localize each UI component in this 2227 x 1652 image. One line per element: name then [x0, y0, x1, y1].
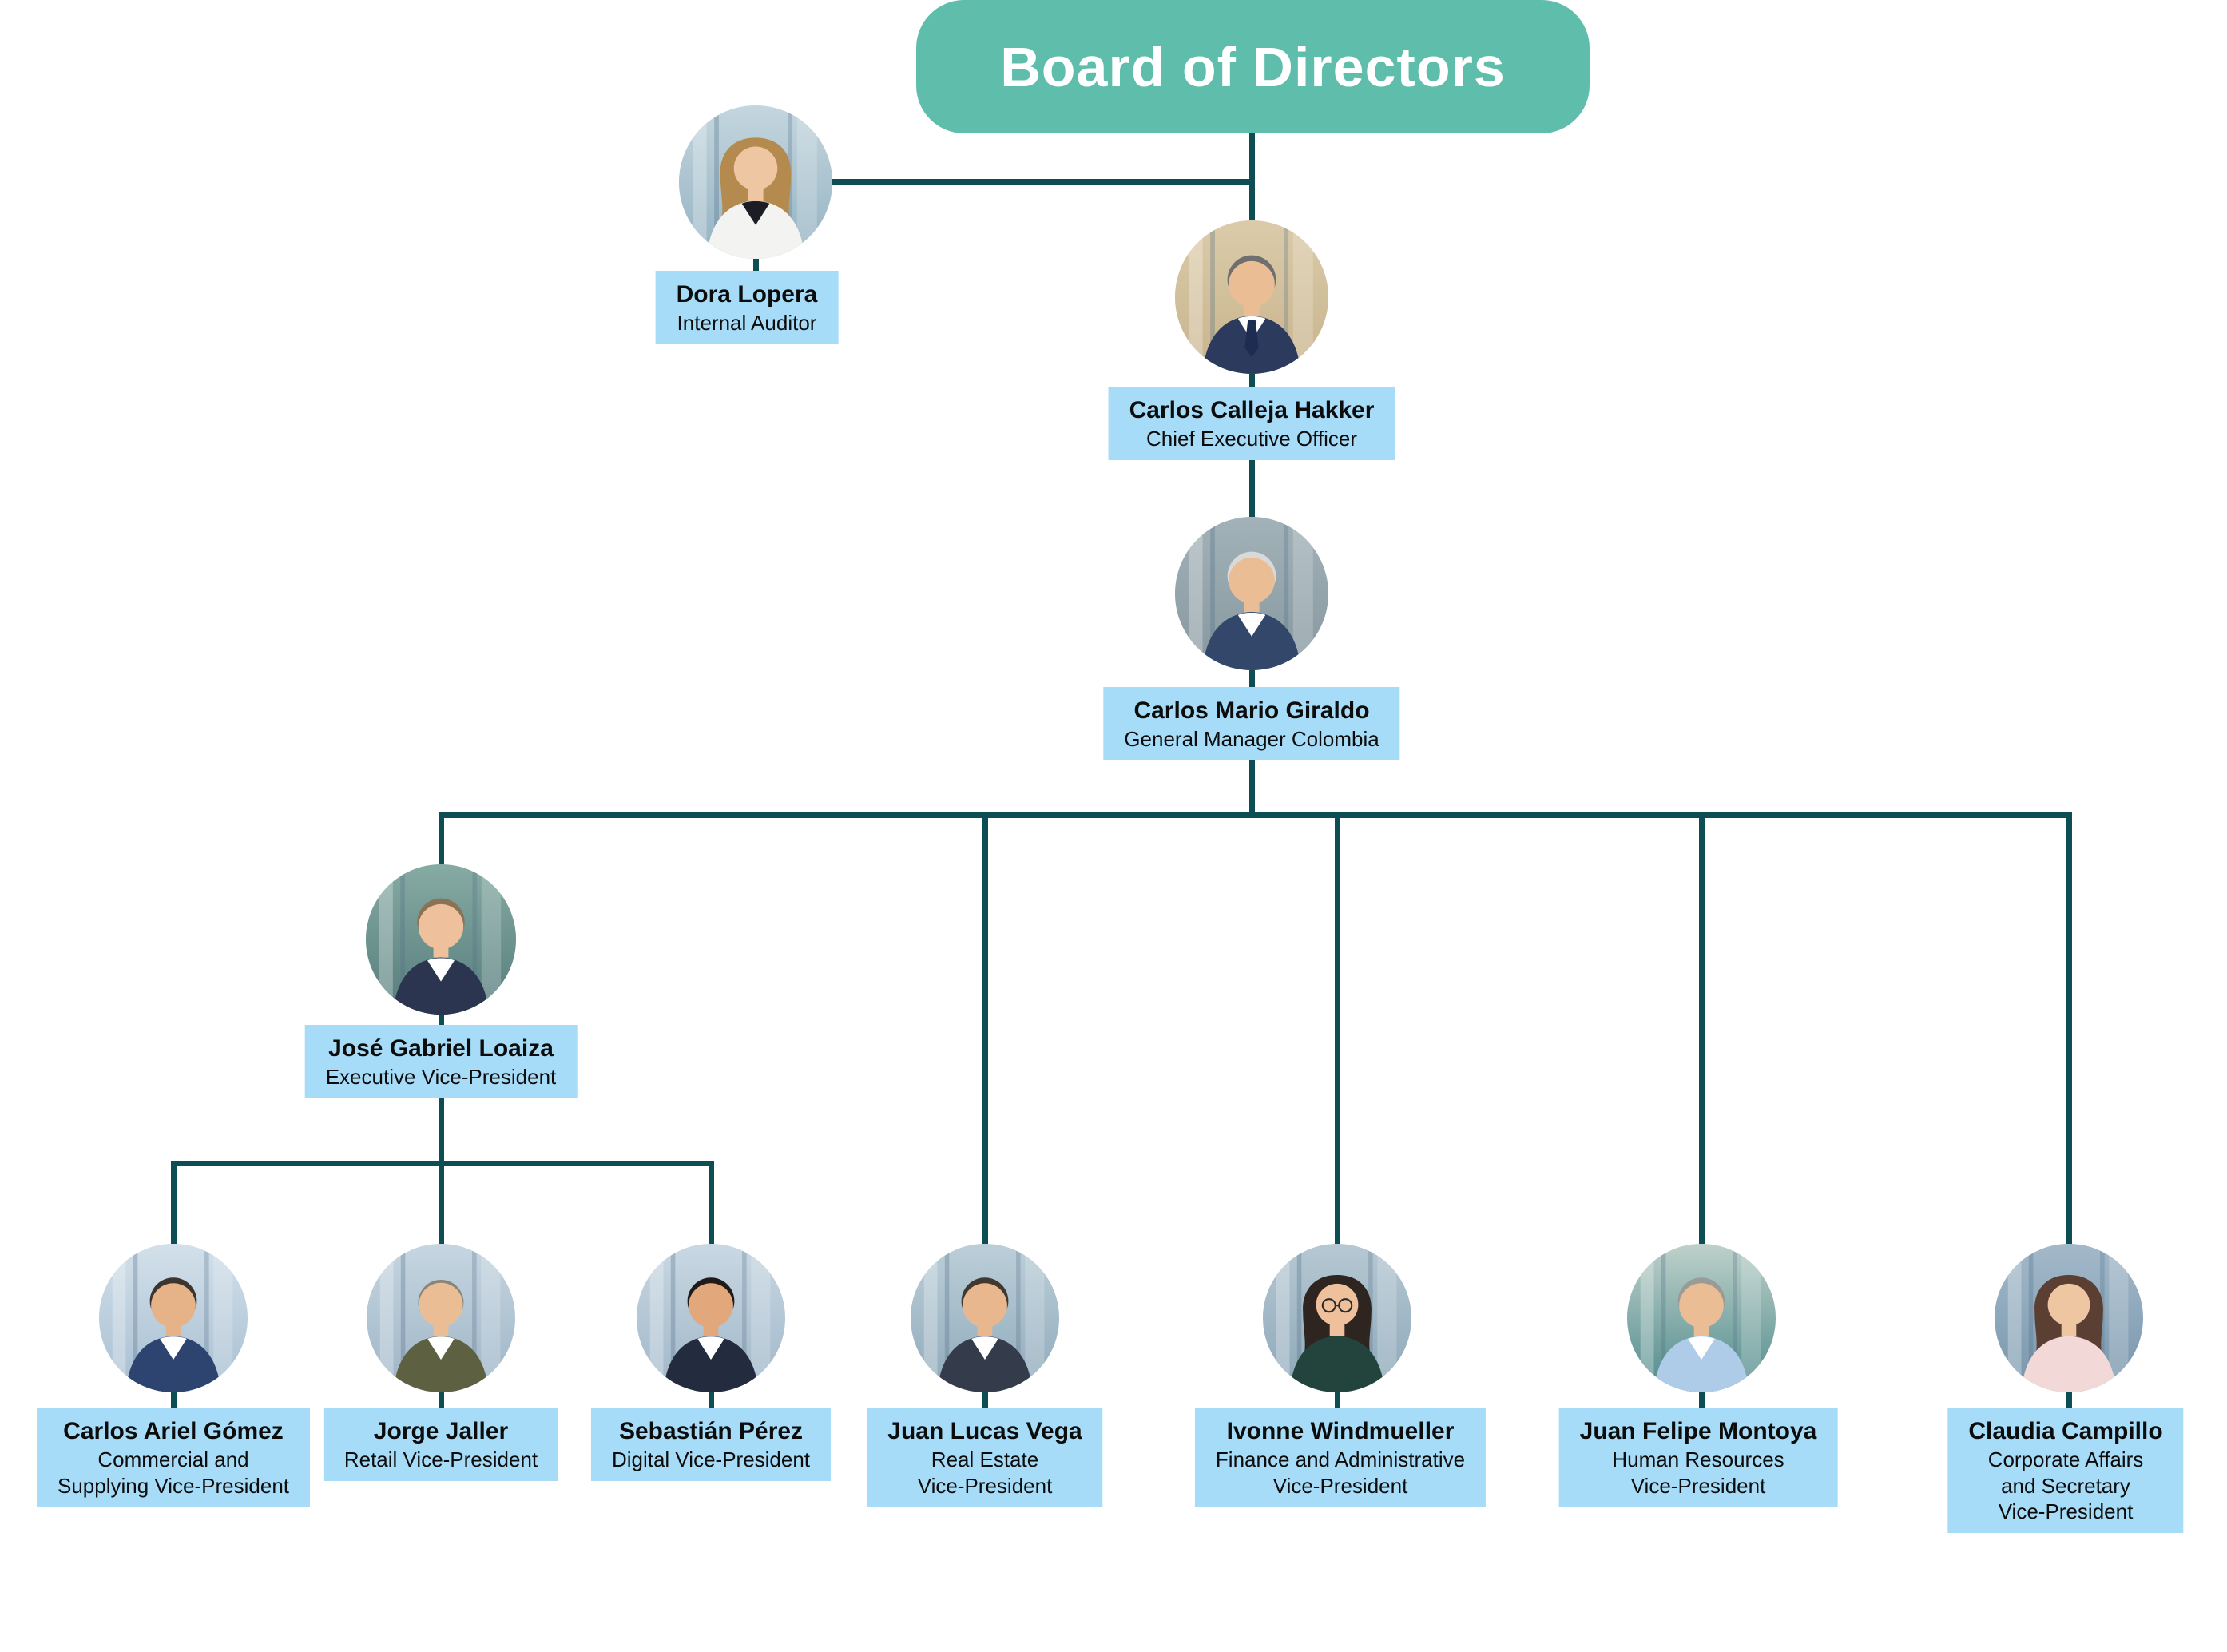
person-role: Corporate Affairs and Secretary Vice-Pre…: [1987, 1447, 2144, 1523]
person-role: Internal Auditor: [677, 311, 817, 335]
connector-branch1: [438, 812, 2072, 818]
person-role: Executive Vice-President: [325, 1065, 557, 1089]
person-role: Finance and Administrative Vice-Presiden…: [1215, 1447, 1466, 1498]
person-role: Commercial and Supplying Vice-President: [57, 1447, 290, 1498]
connector-col-vega: [982, 815, 988, 1411]
label-ivonne-windmueller: Ivonne Windmueller Finance and Administr…: [1194, 1408, 1487, 1507]
label-carlos-mario-giraldo: Carlos Mario Giraldo General Manager Col…: [1103, 687, 1400, 760]
label-dora-lopera: Dora Lopera Internal Auditor: [655, 271, 839, 344]
person-name: José Gabriel Loaiza: [328, 1035, 554, 1062]
connector-spine: [1248, 133, 1255, 818]
connector-col-windmueller: [1334, 815, 1340, 1411]
person-name: Dora Lopera: [676, 281, 818, 308]
connector-col-montoya: [1698, 815, 1705, 1411]
photo-carlos-ariel-gomez: [99, 1244, 248, 1392]
label-juan-lucas-vega: Juan Lucas Vega Real Estate Vice-Preside…: [867, 1408, 1103, 1507]
person-role: Chief Executive Officer: [1146, 427, 1357, 451]
connector-dora-horizontal: [752, 178, 1252, 185]
person-role: General Manager Colombia: [1124, 727, 1379, 751]
label-juan-felipe-montoya: Juan Felipe Montoya Human Resources Vice…: [1558, 1408, 1838, 1507]
person-name: Claudia Campillo: [1968, 1418, 2163, 1444]
person-name: Carlos Ariel Gómez: [63, 1418, 284, 1444]
person-name: Sebastián Pérez: [618, 1418, 804, 1444]
photo-sebastian-perez: [637, 1244, 785, 1392]
photo-ivonne-windmueller: [1263, 1244, 1411, 1392]
person-name: Jorge Jaller: [373, 1418, 509, 1444]
photo-jose-gabriel-loaiza: [366, 864, 516, 1015]
person-name: Ivonne Windmueller: [1226, 1418, 1455, 1444]
person-name: Carlos Mario Giraldo: [1133, 697, 1370, 724]
photo-claudia-campillo: [1995, 1244, 2143, 1392]
person-role: Retail Vice-President: [343, 1447, 538, 1471]
person-name: Carlos Calleja Hakker: [1129, 397, 1375, 423]
board-of-directors-banner: Board of Directors: [916, 0, 1590, 133]
photo-carlos-calleja-hakker: [1175, 220, 1328, 374]
photo-dora-lopera: [679, 105, 832, 259]
person-name: Juan Lucas Vega: [887, 1418, 1082, 1444]
photo-juan-lucas-vega: [911, 1244, 1059, 1392]
photo-jorge-jaller: [367, 1244, 515, 1392]
photo-juan-felipe-montoya: [1627, 1244, 1776, 1392]
connector-col-campillo: [2066, 815, 2072, 1411]
person-role: Real Estate Vice-President: [917, 1447, 1053, 1498]
person-name: Juan Felipe Montoya: [1579, 1418, 1817, 1444]
label-sebastian-perez: Sebastián Pérez Digital Vice-President: [590, 1408, 832, 1481]
label-claudia-campillo: Claudia Campillo Corporate Affairs and S…: [1947, 1408, 2184, 1533]
person-role: Human Resources Vice-President: [1612, 1447, 1784, 1498]
label-jose-gabriel-loaiza: José Gabriel Loaiza Executive Vice-Presi…: [304, 1025, 578, 1098]
label-jorge-jaller: Jorge Jaller Retail Vice-President: [323, 1408, 559, 1481]
label-carlos-ariel-gomez: Carlos Ariel Gómez Commercial and Supply…: [36, 1408, 311, 1507]
label-carlos-calleja-hakker: Carlos Calleja Hakker Chief Executive Of…: [1108, 387, 1395, 460]
photo-carlos-mario-giraldo: [1175, 517, 1328, 670]
person-role: Digital Vice-President: [611, 1447, 811, 1471]
